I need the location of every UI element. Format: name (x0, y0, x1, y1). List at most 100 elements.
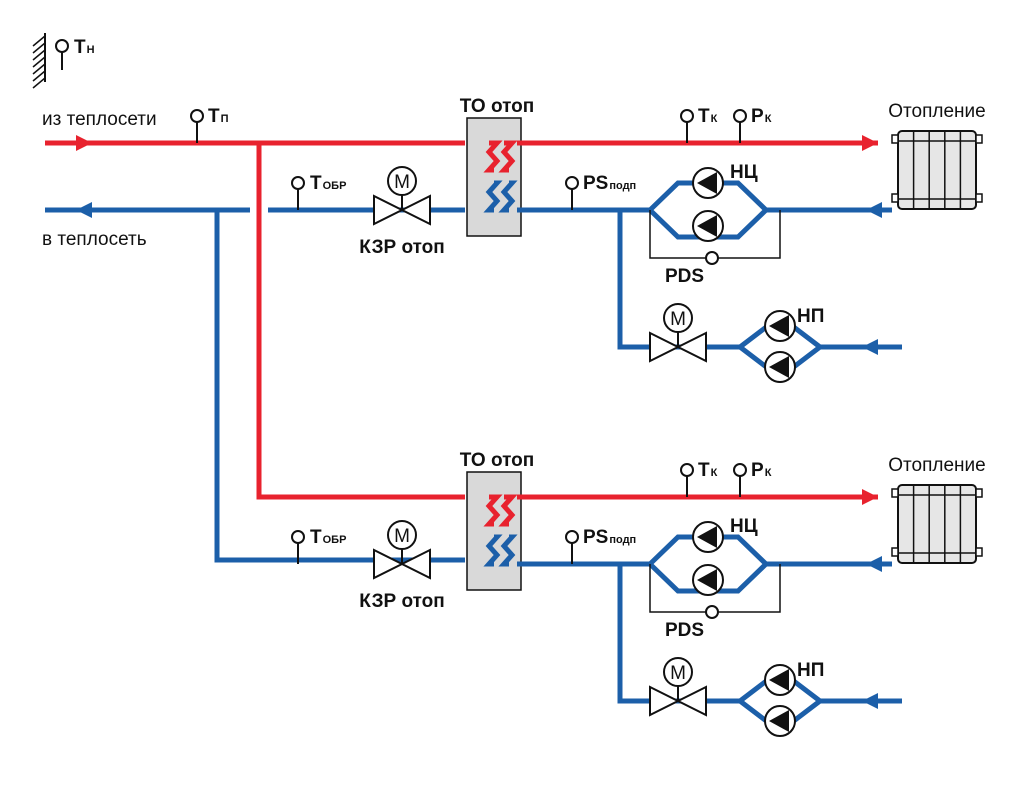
radiator-outlet-port (891, 547, 899, 557)
radiator-return-arrow (866, 202, 882, 218)
makeup-pump-2 (764, 351, 796, 383)
return-temp-sensor (291, 176, 305, 210)
exchanger-hot-coil-2 (498, 140, 518, 173)
return-temp-sensor (291, 530, 305, 564)
circulation-pump-2 (692, 564, 724, 596)
makeup-pump-2-impeller (769, 356, 789, 378)
pk-label-main: P (751, 106, 764, 127)
return-temp-label-main: T (310, 527, 322, 548)
circulation-pumps-label: НЦ (730, 162, 758, 183)
control-valve-left-wing (373, 548, 405, 580)
supply-temp-label: TП (208, 106, 229, 127)
tk-label-sub: К (711, 113, 718, 125)
return-main-arrow (76, 202, 92, 218)
makeup-pump-2-impeller (769, 710, 789, 732)
wall-hatch (32, 42, 46, 54)
pk-sensor-bulb (733, 109, 747, 123)
tk-label-main: T (698, 106, 710, 127)
pk-label-sub: К (765, 467, 772, 479)
return-branch-pipe (214, 210, 465, 563)
makeup-valve-right-wing (675, 685, 707, 717)
makeup-pressure-label-sub: подп (609, 534, 636, 546)
exchanger-cold-coil-2 (498, 534, 518, 567)
exchanger-cold-coil (483, 180, 503, 213)
pk-sensor (733, 463, 747, 497)
pds-sensor (705, 605, 719, 619)
tk-label: TК (698, 460, 718, 481)
radiator-plug-bottom (975, 193, 983, 203)
control-valve-motor (387, 166, 417, 196)
makeup-pressure-sensor-bulb (565, 530, 579, 544)
pk-label: PК (751, 460, 772, 481)
outdoor-temp-label-sub: Н (87, 44, 95, 56)
makeup-pressure-label-sub: подп (609, 180, 636, 192)
control-valve: M (373, 520, 431, 580)
supply-in-label: из теплосети (42, 109, 157, 130)
makeup-pump-1 (764, 310, 796, 342)
makeup-pressure-sensor-bulb (565, 176, 579, 190)
radiator-return-arrow (866, 556, 882, 572)
radiator-body (897, 484, 977, 564)
makeup-pump-1-impeller (769, 315, 789, 337)
control-valve-left-wing (373, 194, 405, 226)
makeup-pressure-sensor (565, 176, 579, 210)
makeup-pressure-label-main: PS (583, 173, 608, 194)
return-out-label: в теплосеть (42, 229, 147, 250)
makeup-pumps-label: НП (797, 660, 824, 681)
circulation-pump-1-impeller (697, 526, 717, 548)
makeup-pressure-sensor (565, 530, 579, 564)
makeup-inlet-arrow (862, 693, 878, 709)
makeup-pumps-label: НП (797, 306, 824, 327)
radiator-inlet-port (891, 134, 899, 144)
makeup-valve-motor-letter: M (670, 309, 686, 330)
radiator (891, 130, 983, 210)
secondary-supply-arrow (862, 135, 878, 151)
outdoor-temp-sensor: TН (32, 33, 95, 89)
circulation-pumps-label: НЦ (730, 516, 758, 537)
exchanger-cold-coil (483, 534, 503, 567)
outdoor-temp-label-main: T (74, 37, 86, 58)
makeup-valve-motor (663, 303, 693, 333)
exchanger-label: ТО отоп (460, 450, 534, 471)
control-valve-label: КЗР отоп (359, 591, 444, 612)
pk-sensor-bulb (733, 463, 747, 477)
pds-label: PDS (665, 620, 704, 641)
makeup-pressure-label: PSподп (583, 173, 636, 194)
return-temp-sensor-bulb (291, 176, 305, 190)
exchanger-hot-coil (483, 494, 503, 527)
wall-hatch (32, 56, 46, 68)
return-temp-label-main: T (310, 173, 322, 194)
makeup-pressure-label: PSподп (583, 527, 636, 548)
makeup-pump-1-impeller (769, 669, 789, 691)
outdoor-sensor-bulb (55, 39, 69, 53)
radiator-inlet-port (891, 488, 899, 498)
wall-hatch (32, 77, 46, 89)
wall-hatch (32, 35, 46, 47)
pk-sensor (733, 109, 747, 143)
makeup-valve-motor-letter: M (670, 663, 686, 684)
heat-exchanger (466, 471, 522, 591)
control-valve-right-wing (399, 548, 431, 580)
circulation-pump-2-impeller (697, 569, 717, 591)
supply-temp-label-main: T (208, 106, 220, 127)
exchanger-label: ТО отоп (460, 96, 534, 117)
control-valve-motor-letter: M (394, 172, 410, 193)
tk-sensor (680, 463, 694, 497)
control-valve-label: КЗР отоп (359, 237, 444, 258)
makeup-valve: M (649, 303, 707, 363)
supply-main-arrow (76, 135, 92, 151)
makeup-inlet-arrow (862, 339, 878, 355)
pds-label: PDS (665, 266, 704, 287)
control-valve-motor-letter: M (394, 526, 410, 547)
heating-label: Отопление (888, 101, 985, 122)
tk-label: TК (698, 106, 718, 127)
outdoor-temp-label: TН (74, 37, 95, 58)
return-temp-label: TОБР (310, 173, 346, 194)
wall-hatch (32, 49, 46, 61)
exchanger-hot-coil (483, 140, 503, 173)
makeup-pump-2 (764, 705, 796, 737)
radiator (891, 484, 983, 564)
exchanger-hot-coil-2 (498, 494, 518, 527)
radiator-plug-top (975, 488, 983, 498)
